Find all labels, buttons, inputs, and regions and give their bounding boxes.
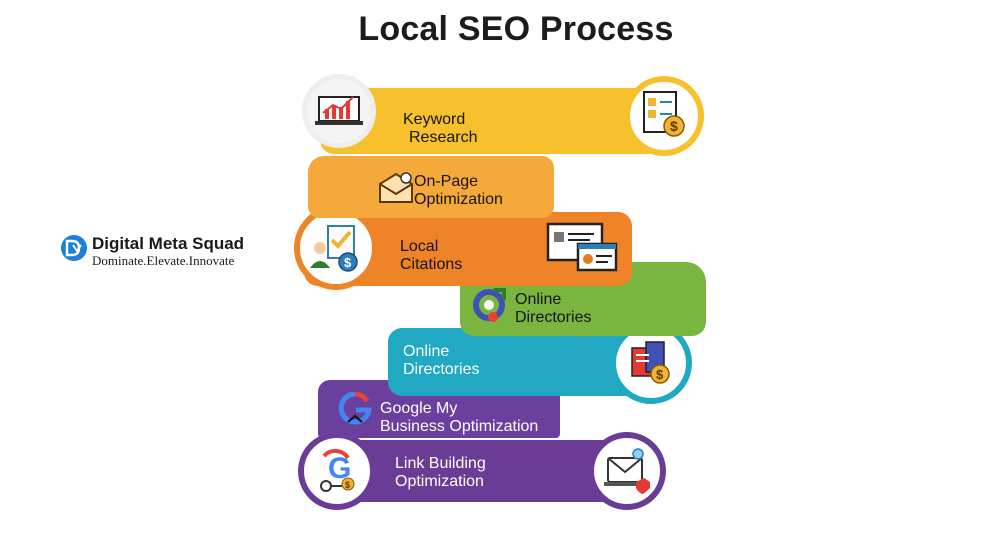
page-title: Local SEO Process xyxy=(358,10,674,48)
dm-monogram-icon xyxy=(61,235,87,261)
brand-tagline: Dominate.Elevate.Innovate xyxy=(92,253,235,268)
step-circle-link-building: G $ xyxy=(298,432,376,510)
svg-text:G: G xyxy=(328,452,351,485)
svg-text:$: $ xyxy=(345,480,350,490)
google-key-dollar-icon: G $ xyxy=(320,448,355,492)
checklist-dollar-icon: $ xyxy=(643,91,685,137)
laptop-growth-chart-icon xyxy=(315,96,363,125)
step-label-on-page: On-Page Optimization xyxy=(414,173,503,208)
step-band-keyword-research xyxy=(320,88,682,154)
step-label-local-citations: Local Citations xyxy=(400,238,463,273)
svg-text:$: $ xyxy=(656,367,664,382)
step-label-google-my-business: Google My Business Optimization xyxy=(380,400,539,435)
envelope-gear-icon xyxy=(379,172,413,203)
step-circle-link-building-right xyxy=(588,432,666,510)
step-label-link-building: Link Building Optimization xyxy=(395,455,486,490)
google-map-pin-icon xyxy=(473,288,506,322)
svg-text:$: $ xyxy=(344,255,352,270)
directory-books-dollar-icon: $ xyxy=(631,341,670,384)
step-circle-keyword-research-right: $ xyxy=(624,76,704,156)
google-g-pin-icon xyxy=(338,392,372,425)
brand-name: Digital Meta Squad xyxy=(92,234,245,253)
svg-text:$: $ xyxy=(670,118,678,134)
step-circle-keyword-research xyxy=(302,74,376,148)
step-label-online-directories-green: Online Directories xyxy=(515,291,592,326)
person-checklist-dollar-icon: $ xyxy=(310,225,358,272)
step-circle-local-citations: $ xyxy=(294,206,378,290)
browser-id-card-icon xyxy=(546,222,618,272)
step-label-online-directories-teal: Online Directories xyxy=(403,343,480,378)
step-band-on-page xyxy=(308,156,554,218)
email-laptop-shield-icon xyxy=(604,448,650,494)
step-label-keyword-research: Keyword Research xyxy=(403,111,478,146)
